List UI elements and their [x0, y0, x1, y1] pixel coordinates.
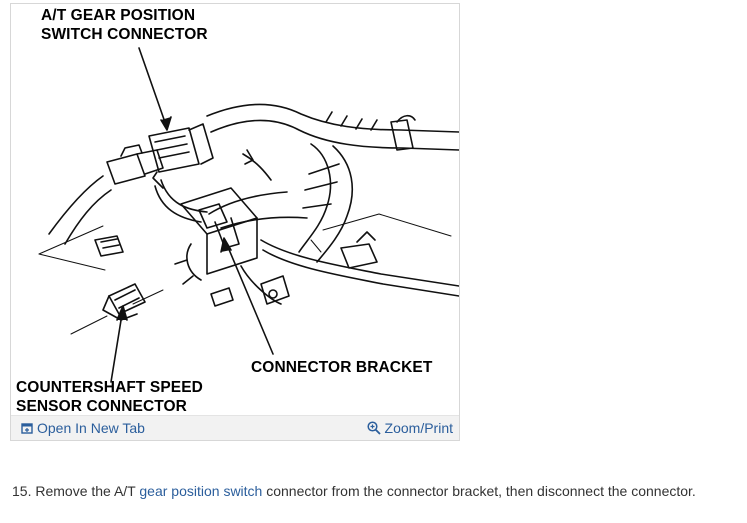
callout-connector-bracket: CONNECTOR BRACKET — [251, 358, 432, 377]
magnifier-plus-icon — [366, 421, 381, 435]
gear-position-switch-link[interactable]: gear position switch — [139, 483, 263, 499]
open-tab-label: Open In New Tab — [37, 420, 145, 436]
step-instruction: 15. Remove the A/T gear position switch … — [12, 483, 696, 499]
gear-switch-connector — [148, 123, 214, 189]
figure-footer: Open In New Tab Zoom/Print — [11, 415, 459, 440]
bracket-assembly — [174, 187, 290, 307]
open-new-tab-icon — [21, 423, 33, 434]
zoom-print-link[interactable]: Zoom/Print — [366, 420, 453, 436]
main-harness — [206, 103, 459, 151]
thin-cables — [154, 149, 308, 229]
countershaft-sensor — [94, 235, 146, 321]
callout-line: SENSOR CONNECTOR — [16, 398, 187, 415]
figure-card: A/T GEAR POSITION SWITCH CONNECTOR CONNE… — [10, 3, 460, 441]
callout-line: COUNTERSHAFT SPEED — [16, 379, 203, 396]
step-number: 15. — [12, 483, 32, 499]
callout-line: A/T GEAR POSITION — [41, 7, 196, 24]
wiring-diagram — [38, 47, 459, 383]
vertical-harness — [298, 143, 353, 263]
left-harness — [48, 144, 164, 245]
step-text-after: connector from the connector bracket, th… — [266, 483, 696, 499]
open-in-new-tab-link[interactable]: Open In New Tab — [21, 420, 145, 436]
callout-gear-position-switch: A/T GEAR POSITION SWITCH CONNECTOR — [41, 6, 208, 44]
lower-right-harness — [260, 231, 459, 297]
step-text-before: Remove the A/T — [35, 483, 136, 499]
callout-countershaft-sensor: COUNTERSHAFT SPEED SENSOR CONNECTOR — [16, 378, 203, 416]
callout-line: CONNECTOR BRACKET — [251, 359, 433, 376]
callout-line: SWITCH CONNECTOR — [41, 26, 208, 43]
zoom-print-label: Zoom/Print — [384, 420, 453, 436]
leader-arrows — [110, 47, 274, 383]
reference-lines — [38, 213, 452, 335]
